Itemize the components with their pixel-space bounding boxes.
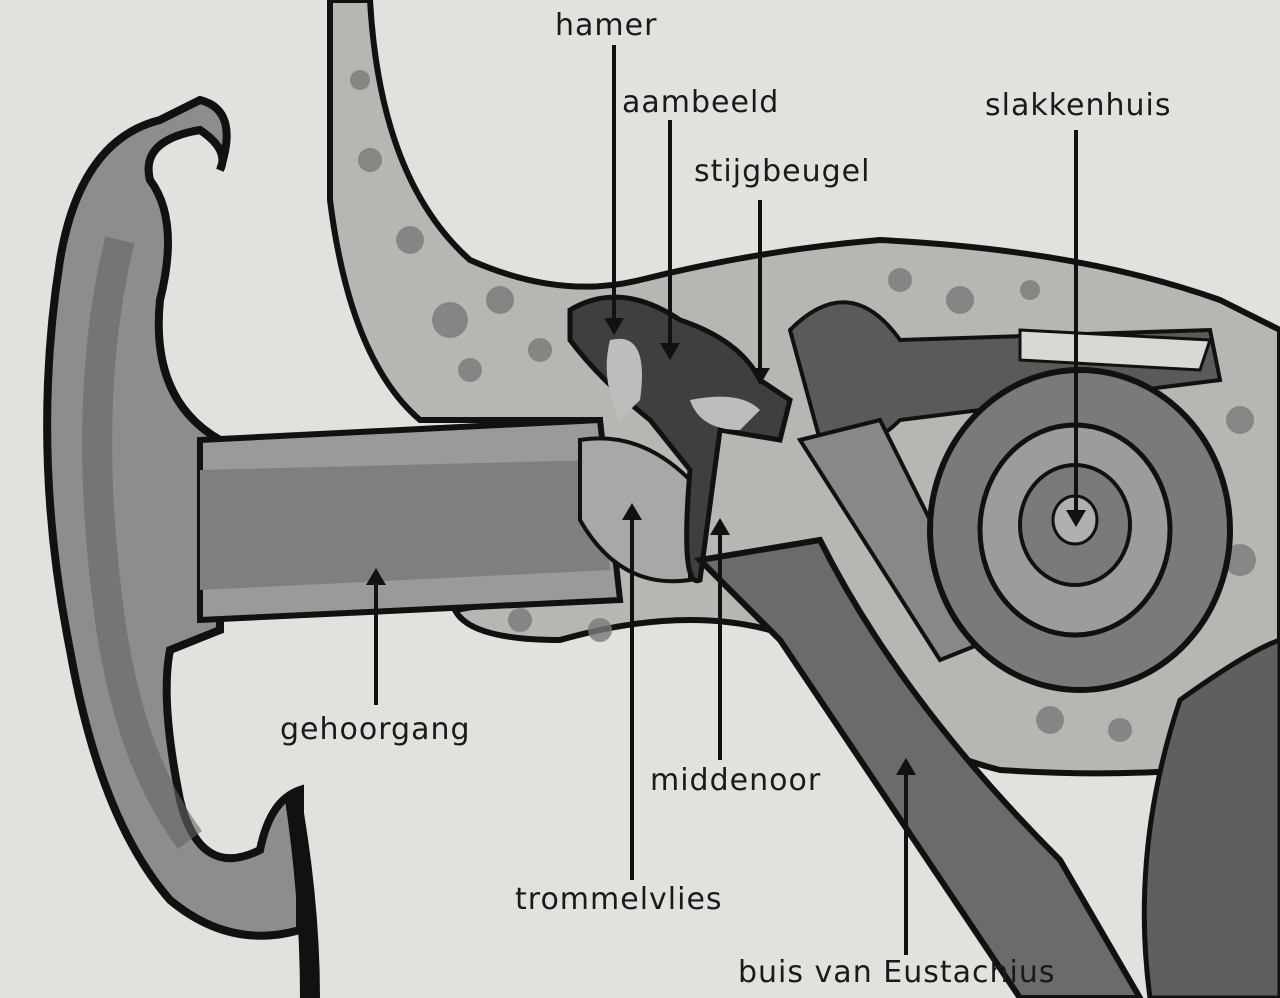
label-gehoorgang: gehoorgang (280, 712, 471, 747)
label-eustachius: buis van Eustachius (738, 955, 1056, 990)
label-stijgbeugel: stijgbeugel (694, 154, 871, 189)
label-aambeeld: aambeeld (622, 85, 780, 120)
label-middenoor: middenoor (650, 763, 822, 798)
label-trommelvlies: trommelvlies (515, 882, 723, 917)
eustachian-tube (693, 536, 1144, 998)
arrowheads (366, 318, 1086, 775)
cochlea (927, 367, 1233, 693)
leader-lines (374, 45, 1078, 955)
label-hamer: hamer (555, 8, 658, 43)
bone-texture (350, 70, 1256, 742)
label-slakkenhuis: slakkenhuis (985, 88, 1172, 123)
